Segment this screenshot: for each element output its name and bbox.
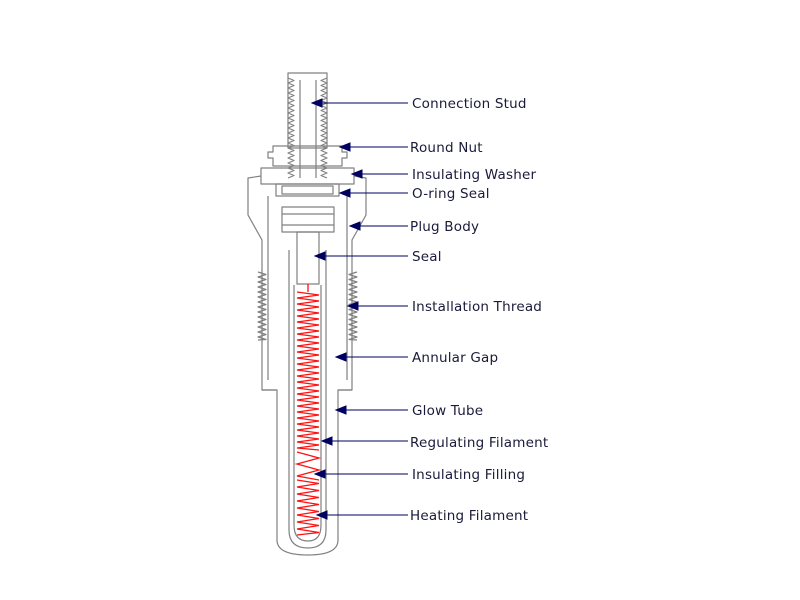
label-regulating-filament: Regulating Filament [410, 435, 548, 451]
label-connection-stud: Connection Stud [412, 96, 527, 112]
label-insulating-filling: Insulating Filling [412, 467, 525, 483]
label-glow-tube: Glow Tube [412, 403, 483, 419]
leader-lines [310, 98, 408, 520]
leader-insulating-filling [313, 469, 408, 479]
label-plug-body: Plug Body [410, 219, 479, 235]
round-nut-shape [267, 145, 348, 167]
o-ring-seal-shape [275, 183, 340, 233]
leader-annular-gap [334, 352, 408, 362]
seal-shape [296, 231, 320, 285]
leader-glow-tube [334, 405, 408, 415]
leader-connection-stud [310, 98, 408, 108]
leader-installation-thread [346, 301, 408, 311]
label-o-ring-seal: O-ring Seal [412, 186, 490, 202]
plug-body-shape [247, 175, 367, 540]
leader-insulating-washer [350, 169, 408, 179]
label-round-nut: Round Nut [410, 140, 483, 156]
heating-filament-coil [294, 451, 322, 536]
leader-regulating-filament [320, 436, 408, 446]
label-installation-thread: Installation Thread [412, 299, 542, 315]
installation-thread-left [257, 271, 267, 341]
label-seal: Seal [412, 249, 442, 265]
label-insulating-washer: Insulating Washer [412, 167, 536, 183]
leader-heating-filament [315, 510, 408, 520]
glow-tube-shape [276, 250, 339, 556]
connection-stud-shape [287, 72, 328, 179]
insulating-washer-shape [260, 167, 355, 185]
label-annular-gap: Annular Gap [412, 350, 498, 366]
leader-o-ring-seal [338, 188, 408, 198]
glow-plug-outline [247, 72, 367, 556]
label-heating-filament: Heating Filament [410, 508, 528, 524]
regulating-filament-coil [296, 291, 320, 451]
leader-seal [313, 251, 408, 261]
leader-round-nut [338, 142, 408, 152]
leader-plug-body [348, 221, 408, 231]
callout-labels: Connection Stud Round Nut Insulating Was… [410, 96, 548, 524]
